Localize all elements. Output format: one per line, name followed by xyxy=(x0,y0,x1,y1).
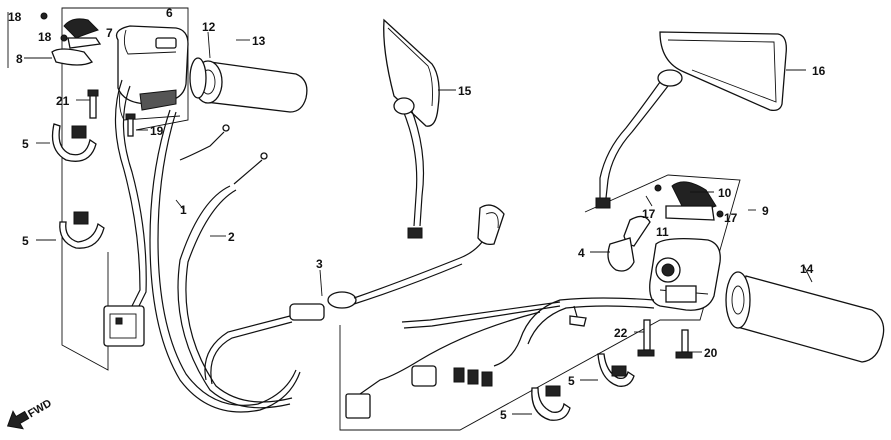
leader-lines xyxy=(24,31,813,415)
label-part-12: 12 xyxy=(202,20,216,34)
label-part-16: 16 xyxy=(812,64,826,78)
screw-20 xyxy=(675,329,693,359)
label-part-7: 7 xyxy=(106,26,113,40)
mirror-right xyxy=(595,31,787,209)
right-switch-harness xyxy=(345,297,655,419)
label-part-21: 21 xyxy=(56,94,70,108)
label-part-5c: 5 xyxy=(568,374,575,388)
right-switch-group-frame xyxy=(339,174,741,431)
left-switch-harness xyxy=(103,79,147,347)
label-part-18b: 18 xyxy=(38,30,52,44)
throttle-cable-2 xyxy=(177,152,293,409)
clamp-left-lower xyxy=(59,211,105,249)
label-part-14: 14 xyxy=(800,262,814,276)
label-part-13: 13 xyxy=(252,34,266,48)
label-part-9: 9 xyxy=(762,204,769,218)
label-part-5b: 5 xyxy=(22,234,29,248)
right-switch-housing xyxy=(649,238,721,311)
mirror-left xyxy=(383,18,440,239)
screw-22 xyxy=(637,319,655,357)
left-switch-small-parts xyxy=(40,12,102,66)
clamp-right-lower xyxy=(531,385,571,421)
screw-19 xyxy=(125,113,136,137)
fwd-label: FWD xyxy=(26,397,54,420)
label-part-11: 11 xyxy=(656,225,669,239)
label-part-5a: 5 xyxy=(22,137,29,151)
right-switch-small-parts xyxy=(607,181,724,272)
clamp-right-upper xyxy=(597,353,635,387)
choke-cable-3 xyxy=(204,204,505,385)
label-part-2: 2 xyxy=(228,230,235,244)
label-part-6: 6 xyxy=(166,6,173,20)
part-labels: 1 2 3 4 5 5 5 5 6 7 8 9 10 11 12 13 14 1… xyxy=(8,6,826,422)
label-part-1: 1 xyxy=(180,203,187,217)
label-part-15: 15 xyxy=(458,84,472,98)
right-grip xyxy=(725,271,885,363)
label-part-18a: 18 xyxy=(8,10,22,24)
label-part-8: 8 xyxy=(16,52,23,66)
bolt-21 xyxy=(87,89,99,119)
left-switch-housing xyxy=(115,25,189,121)
label-part-17a: 17 xyxy=(642,207,656,221)
left-grip xyxy=(189,57,308,113)
label-part-19: 19 xyxy=(150,124,164,138)
label-part-22: 22 xyxy=(614,326,628,340)
label-part-3: 3 xyxy=(316,257,323,271)
label-part-20: 20 xyxy=(704,346,718,360)
fwd-arrow: FWD xyxy=(6,397,54,430)
left-switch-group-frame xyxy=(61,7,189,371)
label-part-17b: 17 xyxy=(724,211,738,225)
label-part-10: 10 xyxy=(718,186,732,200)
throttle-cable-1 xyxy=(149,109,301,413)
label-part-4: 4 xyxy=(578,246,585,260)
label-part-5d: 5 xyxy=(500,408,507,422)
clamp-left-upper xyxy=(51,123,97,162)
